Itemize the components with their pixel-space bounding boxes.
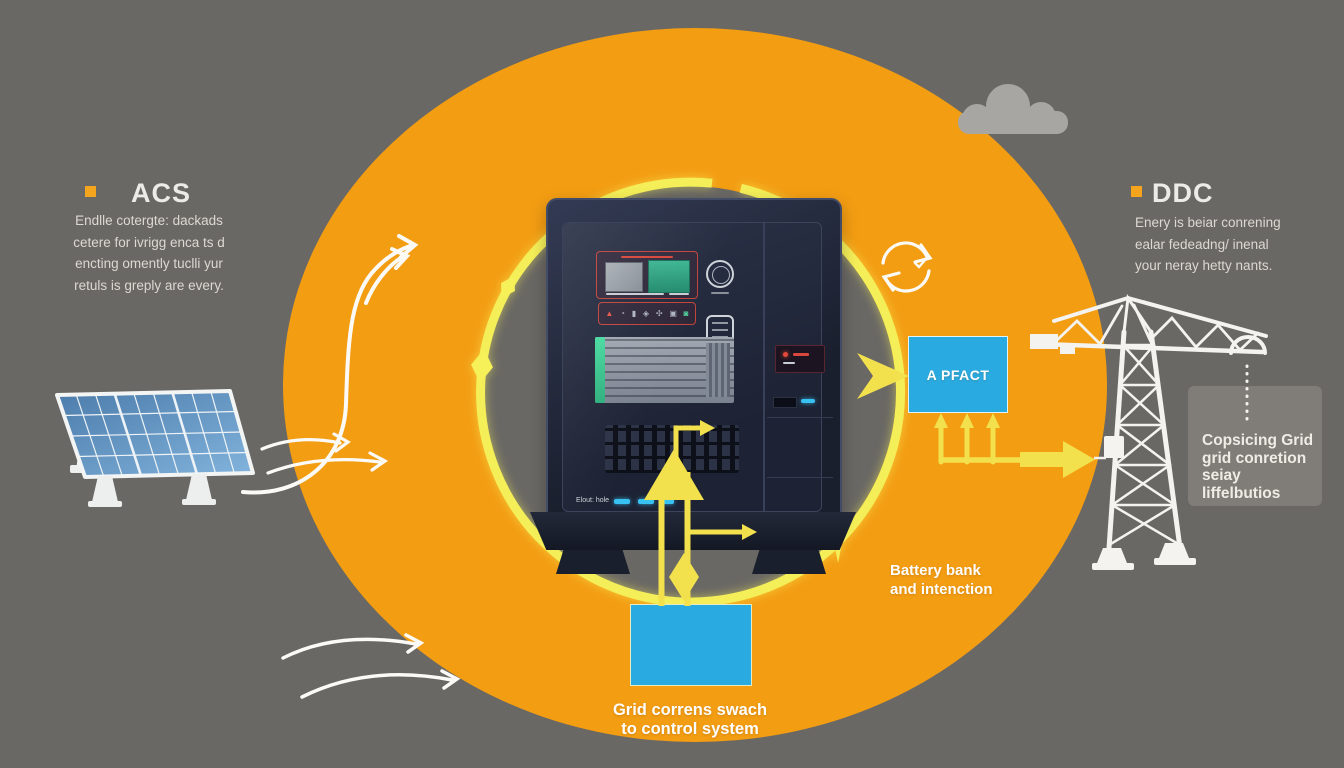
panel-glare <box>563 223 821 511</box>
left-note-title: ACS <box>131 178 192 208</box>
grid-feed-arrow <box>1020 441 1095 478</box>
inverter-cabinet: ▲ ◔ ▮ ◈ ✣ ▣ ◙ <box>546 198 842 524</box>
grid-connection-note-line1: Copsicing Grid <box>1202 432 1314 449</box>
right-note-line: Enery is beiar conrening <box>1135 215 1281 230</box>
grid-switch-line1: Grid correns swach <box>612 701 768 719</box>
grid-switch-label: Grid correns swach to control system <box>590 701 790 739</box>
solar-panel-icon <box>55 389 255 507</box>
right-note-body: Enery is beiar conrening ealar fedeadng/… <box>1135 212 1315 277</box>
cabinet-foot <box>752 550 826 574</box>
cabinet-base <box>530 512 856 550</box>
cabinet-foot <box>556 550 630 574</box>
right-note-title: DDC <box>1152 178 1214 208</box>
cabinet-front-panel: ▲ ◔ ▮ ◈ ✣ ▣ ◙ <box>562 222 833 512</box>
pfact-box: A PFACT <box>908 336 1008 413</box>
left-note-line: cetere for ivrigg enca ts d <box>73 234 225 250</box>
battery-label: Battery bank and intenction <box>890 561 993 599</box>
solar-flow-arrows <box>241 234 419 495</box>
grid-connection-note-line3: seiay liffelbutios <box>1202 467 1281 502</box>
crane-hook-icon <box>1229 335 1267 355</box>
orange-square-bullet <box>85 186 96 197</box>
battery-label-line1: Battery bank <box>890 562 981 579</box>
battery-label-line2: and intenction <box>890 581 993 598</box>
refresh-swirl-icon <box>881 241 933 293</box>
orange-square-bullet <box>1131 186 1142 197</box>
inverter-to-pfact-arrow <box>857 353 909 399</box>
pfact-box-label: A PFACT <box>926 366 990 383</box>
flow-diamond <box>669 553 699 601</box>
grid-switch-line2: to control system <box>621 720 759 738</box>
grid-connection-note-box: Copsicing Grid grid conretion seiay liff… <box>1188 386 1322 506</box>
curved-flow-arrows <box>281 633 461 699</box>
right-note-line: your neray hetty nants. <box>1135 258 1273 273</box>
cloud-icon <box>958 84 1068 134</box>
left-note-body: Endlle cotergte: dackads cetere for ivri… <box>48 210 250 296</box>
right-note-line: ealar fedeadng/ inenal <box>1135 236 1269 252</box>
left-note-line: retuls is greply are every. <box>74 277 224 293</box>
grid-switch-box <box>630 604 752 686</box>
left-note-line: Endlle cotergte: dackads <box>75 213 223 228</box>
left-note-line: encting omently tuclli yur <box>75 256 223 271</box>
grid-connection-note-line2: grid conretion <box>1202 449 1307 467</box>
